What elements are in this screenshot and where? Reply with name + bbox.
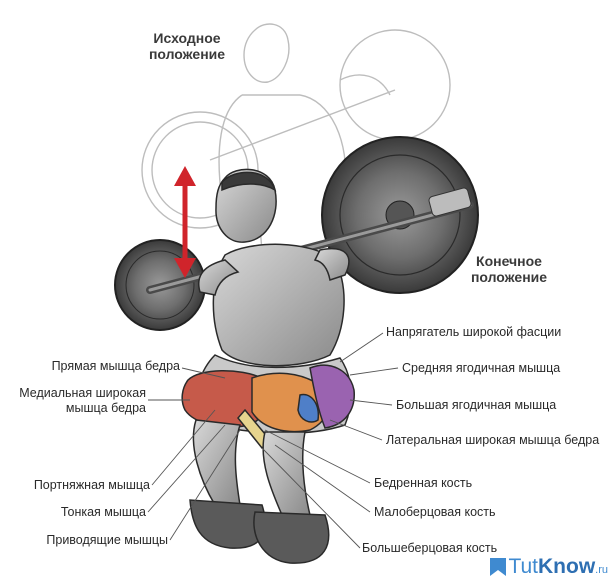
watermark-part1: Tut bbox=[508, 556, 538, 578]
label-vastus-medialis: Медиальная широкая мышца бедра bbox=[4, 386, 146, 416]
end-position-line2: положение bbox=[450, 269, 568, 285]
label-gluteus-maximus: Большая ягодичная мышца bbox=[396, 398, 556, 413]
label-rectus-femoris-text: Прямая мышца бедра bbox=[8, 359, 180, 374]
label-gracilis: Тонкая мышца bbox=[4, 505, 146, 520]
label-gluteus-medius: Средняя ягодичная мышца bbox=[402, 361, 560, 376]
label-vastus-medialis-line1: Медиальная широкая bbox=[4, 386, 146, 401]
start-position-line1: Исходное bbox=[128, 30, 246, 46]
label-fibula: Малоберцовая кость bbox=[374, 505, 496, 520]
start-position-line2: положение bbox=[128, 46, 246, 62]
label-gracilis-text: Тонкая мышца bbox=[4, 505, 146, 520]
label-adductors: Приводящие мышцы bbox=[4, 533, 168, 548]
end-position-line1: Конечное bbox=[450, 253, 568, 269]
label-sartorius: Портняжная мышца bbox=[4, 478, 150, 493]
label-rectus-femoris: Прямая мышца бедра bbox=[8, 359, 180, 374]
start-position-caption: Исходное положение bbox=[128, 30, 246, 62]
watermark-suffix: .ru bbox=[595, 562, 608, 578]
label-tensor-fasciae-latae: Напрягатель широкой фасции bbox=[386, 325, 561, 340]
watermark-part2: Know bbox=[538, 556, 595, 578]
label-vastus-lateralis: Латеральная широкая мышца бедра bbox=[386, 433, 599, 448]
label-tibia: Большеберцовая кость bbox=[362, 541, 497, 556]
movement-arrow bbox=[174, 166, 196, 278]
end-position-caption: Конечное положение bbox=[450, 253, 568, 285]
label-vastus-medialis-line2: мышца бедра bbox=[4, 401, 146, 416]
tutknow-logo-icon bbox=[488, 556, 508, 578]
label-femur: Бедренная кость bbox=[374, 476, 472, 491]
label-sartorius-text: Портняжная мышца bbox=[4, 478, 150, 493]
tutknow-watermark: TutKnow.ru bbox=[488, 554, 608, 578]
label-adductors-text: Приводящие мышцы bbox=[4, 533, 168, 548]
